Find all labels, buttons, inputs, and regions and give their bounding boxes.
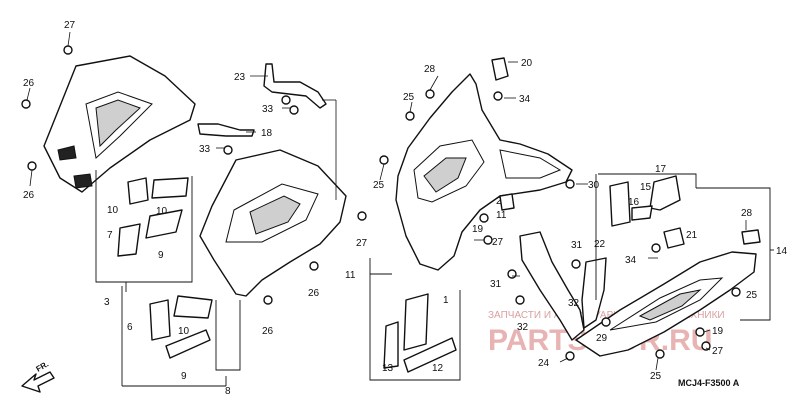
trim-set-11: [383, 293, 457, 373]
small-part-2: [499, 193, 515, 211]
leader-lines: [26, 31, 747, 371]
callout-24: 24: [538, 358, 550, 369]
fasteners: [21, 45, 741, 361]
callout-9: 9: [158, 250, 164, 261]
callout-6: 10: [107, 205, 119, 216]
callout-15: 15: [640, 182, 652, 193]
front-direction-arrow: FR.: [21, 359, 55, 393]
callout-9: 9: [181, 371, 187, 382]
callout-26: 26: [262, 326, 274, 337]
callout-32: 32: [517, 322, 529, 333]
callout-34: 34: [625, 255, 637, 266]
diagram-code: MCJ4-F3500 A: [678, 378, 740, 388]
arrow-icon: [21, 371, 55, 393]
callout-20: 20: [521, 58, 533, 69]
callout-11: 11: [496, 210, 507, 221]
callout-27: 27: [356, 238, 368, 249]
callout-8: 8: [225, 386, 231, 397]
callout-14: 14: [776, 246, 788, 257]
callout-30: 30: [588, 180, 600, 191]
under-cover-22: [519, 231, 607, 341]
callout-27: 27: [712, 346, 724, 357]
callout-13: 13: [382, 363, 394, 374]
callout-26: 26: [23, 190, 35, 201]
callout-27: 27: [492, 237, 504, 248]
callout-31: 31: [571, 240, 583, 251]
callout-22: 22: [594, 239, 606, 250]
bracket-18: [197, 123, 255, 137]
callout-7: 7: [107, 230, 113, 241]
callout-29: 29: [596, 333, 608, 344]
trim-set-8: [149, 295, 213, 359]
callout-34: 34: [519, 94, 531, 105]
callout-labels: 27 26 26 10 10 7 9 3 23 33 18 33 27 26 2…: [23, 20, 788, 397]
callout-23: 23: [234, 72, 246, 83]
bracket-23: [263, 63, 327, 109]
callout-25: 25: [746, 290, 758, 301]
direction-label: FR.: [35, 359, 51, 373]
callout-16: 16: [628, 197, 640, 208]
callout-10: 10: [156, 206, 168, 217]
callout-28: 28: [424, 64, 436, 75]
callout-33: 33: [199, 144, 211, 155]
callout-1: 1: [443, 295, 449, 306]
callout-28: 28: [741, 208, 753, 219]
trim-set-14: [609, 175, 681, 227]
callout-3: 3: [104, 297, 110, 308]
center-upper-fairing: [395, 73, 573, 271]
callout-6: 6: [127, 322, 133, 333]
group-brackets: [95, 170, 774, 387]
callout-18: 18: [261, 128, 273, 139]
left-lower-cowl: [199, 149, 347, 297]
callout-12: 12: [432, 363, 444, 374]
callout-25: 25: [650, 371, 662, 382]
callout-27: 27: [64, 20, 76, 31]
callout-10: 10: [178, 326, 190, 337]
callout-11: 11: [345, 270, 356, 281]
callout-33: 33: [262, 104, 274, 115]
mount-bracket-21: [491, 57, 761, 249]
callout-31: 31: [490, 279, 502, 290]
trim-set-3: [117, 177, 189, 257]
left-upper-cowl: [43, 55, 196, 193]
callout-26: 26: [308, 288, 320, 299]
callout-2: 2: [496, 196, 502, 207]
callout-25: 25: [373, 180, 385, 191]
callout-32: 32: [568, 298, 580, 309]
callout-26: 26: [23, 78, 35, 89]
callout-17: 17: [655, 164, 667, 175]
right-lower-cowl: [575, 251, 757, 357]
callout-19: 19: [472, 224, 484, 235]
callout-21: 21: [686, 230, 698, 241]
callout-25: 25: [403, 92, 415, 103]
watermark-tagline: ЗАПЧАСТИ И АКСЕССУАРЫ ДЛЯ МОТОТЕХНИКИ: [488, 310, 725, 321]
callout-19: 19: [712, 326, 724, 337]
